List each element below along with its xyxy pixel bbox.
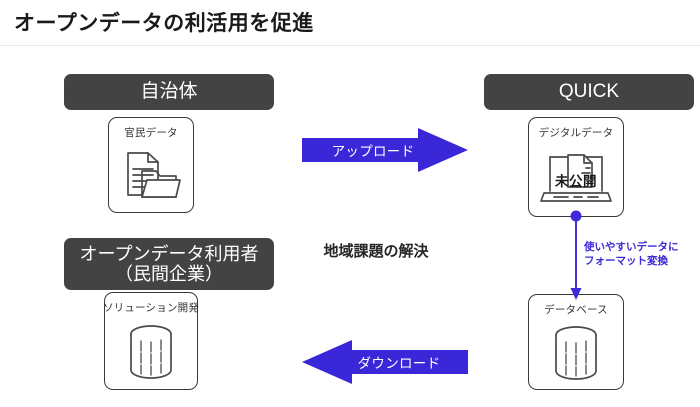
title-divider xyxy=(0,45,700,46)
card-public-private-data-label: 官民データ xyxy=(124,127,178,139)
convert-label-line1: 使いやすいデータに xyxy=(584,241,679,253)
card-digital-data: デジタルデータ xyxy=(528,117,624,217)
arrow-download: ダウンロード xyxy=(302,340,468,384)
arrow-right-icon xyxy=(302,128,468,172)
header-pill-municipality-label: 自治体 xyxy=(140,80,198,102)
header-pill-open-data-users: オープンデータ利用者 （民間企業） xyxy=(64,238,274,290)
header-pill-quick: QUICK xyxy=(484,74,694,110)
card-solution-development-label: ソリューション開発 xyxy=(102,302,200,314)
card-digital-data-label: デジタルデータ xyxy=(538,127,614,139)
database-cylinder-icon xyxy=(105,315,197,389)
card-database: データベース xyxy=(528,294,624,390)
arrow-format-conversion xyxy=(556,210,596,302)
arrow-upload-label: アップロード xyxy=(331,144,415,159)
card-database-label: データベース xyxy=(544,304,608,316)
database-cylinder-icon xyxy=(529,317,623,389)
header-pill-users-line1: オープンデータ利用者 xyxy=(79,243,259,264)
folder-documents-icon xyxy=(109,140,193,212)
header-pill-quick-label: QUICK xyxy=(558,80,620,102)
convert-label-line2: フォーマット変換 xyxy=(584,255,668,268)
header-pill-municipality: 自治体 xyxy=(64,74,274,110)
arrow-left-icon xyxy=(302,340,468,384)
laptop-document-icon: 未公開 xyxy=(529,140,623,216)
card-public-private-data: 官民データ xyxy=(108,117,194,213)
arrow-download-label: ダウンロード xyxy=(357,356,441,371)
page-title: オープンデータの利活用を促進 xyxy=(14,12,314,35)
arrow-down-icon xyxy=(570,210,582,300)
card-solution-development: ソリューション開発 xyxy=(102,292,200,390)
status-badge-unpublished: 未公開 xyxy=(555,174,597,189)
arrow-format-conversion-label: 使いやすいデータに フォーマット変換 xyxy=(584,240,679,268)
header-pill-users-line2: （民間企業） xyxy=(114,264,223,284)
center-caption: 地域課題の解決 xyxy=(323,243,429,260)
arrow-upload: アップロード xyxy=(302,128,468,172)
